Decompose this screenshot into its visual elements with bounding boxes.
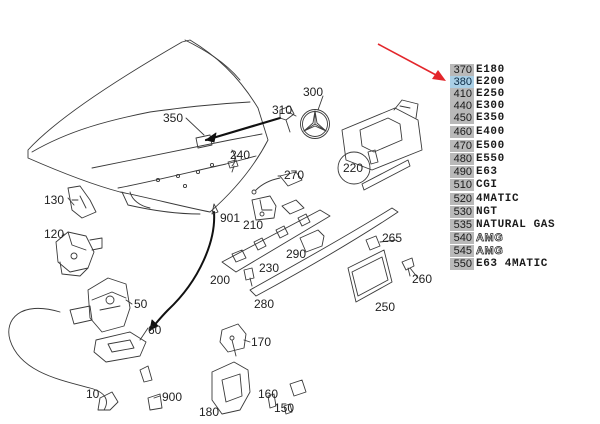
legend-name: E350 <box>476 112 505 124</box>
callout-300: 300 <box>303 85 324 99</box>
callout-901: 901 <box>220 211 241 225</box>
legend-name: E550 <box>476 153 505 165</box>
callout-130: 130 <box>44 193 65 207</box>
legend-name: E200 <box>476 76 505 88</box>
trunk-lid <box>27 39 269 215</box>
callout-50: 50 <box>134 297 148 311</box>
star-emblem <box>300 109 330 139</box>
callout-265: 265 <box>382 231 403 245</box>
legend-code: 460 <box>450 126 474 138</box>
red-pointer-arrow <box>377 43 446 81</box>
license-plate-light-housing <box>341 99 423 191</box>
legend-code: 410 <box>450 88 474 100</box>
callout-270: 270 <box>284 168 305 182</box>
legend-code: 540 <box>450 232 474 244</box>
callout-250: 250 <box>375 300 396 314</box>
legend-name: NATURAL GAS <box>476 219 556 231</box>
callout-200: 200 <box>210 273 231 287</box>
legend-name: E63 4MATIC <box>476 258 549 270</box>
legend-code: 450 <box>450 112 474 124</box>
legend-name: AMG <box>476 232 504 245</box>
callout-210: 210 <box>243 218 264 232</box>
callout-220: 220 <box>343 161 364 175</box>
legend-name: 4MATIC <box>476 193 520 205</box>
legend-code: 470 <box>450 140 474 152</box>
legend-name: NGT <box>476 206 498 218</box>
legend-code: 530 <box>450 206 474 218</box>
callout-280: 280 <box>254 297 275 311</box>
legend-code: 545 <box>450 245 474 257</box>
legend-code: 380 <box>450 76 474 88</box>
callout-180: 180 <box>199 405 220 419</box>
callout-60: 60 <box>148 323 162 337</box>
legend-code: 510 <box>450 179 474 191</box>
callout-170: 170 <box>251 335 272 349</box>
legend-code: 370 <box>450 64 474 76</box>
legend-name: E63 <box>476 166 498 178</box>
callout-290: 290 <box>286 247 307 261</box>
trim-bar-200 <box>221 199 331 273</box>
callout-350: 350 <box>163 111 184 125</box>
legend-name: AMG <box>476 245 504 258</box>
sensor-270 <box>251 171 303 195</box>
callout-240: 240 <box>230 148 251 162</box>
license-plate-250 <box>347 249 393 303</box>
legend-name: E180 <box>476 64 505 76</box>
legend-name: E500 <box>476 140 505 152</box>
part-310-shape <box>279 105 295 133</box>
legend-name: E400 <box>476 126 505 138</box>
legend-name: E250 <box>476 88 505 100</box>
switch-cluster-210 <box>251 195 277 221</box>
legend-code: 480 <box>450 153 474 165</box>
hinge-130 <box>67 185 97 219</box>
callout-160: 160 <box>258 387 279 401</box>
callout-900: 900 <box>162 390 183 404</box>
legend-code: 550 <box>450 258 474 270</box>
callout-260: 260 <box>412 272 433 286</box>
legend-name: CGI <box>476 179 498 191</box>
part-220-shape <box>337 149 379 185</box>
callout-230: 230 <box>259 261 280 275</box>
legend-code: 520 <box>450 193 474 205</box>
lock-cover-60 <box>93 331 147 363</box>
legend-name: E300 <box>476 100 505 112</box>
legend-code: 535 <box>450 219 474 231</box>
legend-code: 490 <box>450 166 474 178</box>
callout-310: 310 <box>272 103 293 117</box>
lock-actuator-120 <box>55 231 103 277</box>
callout-10: 10 <box>86 387 100 401</box>
callout-120: 120 <box>44 227 65 241</box>
legend-code: 440 <box>450 100 474 112</box>
callout-150: 150 <box>274 401 295 415</box>
trunk-lock-50 <box>69 277 131 333</box>
